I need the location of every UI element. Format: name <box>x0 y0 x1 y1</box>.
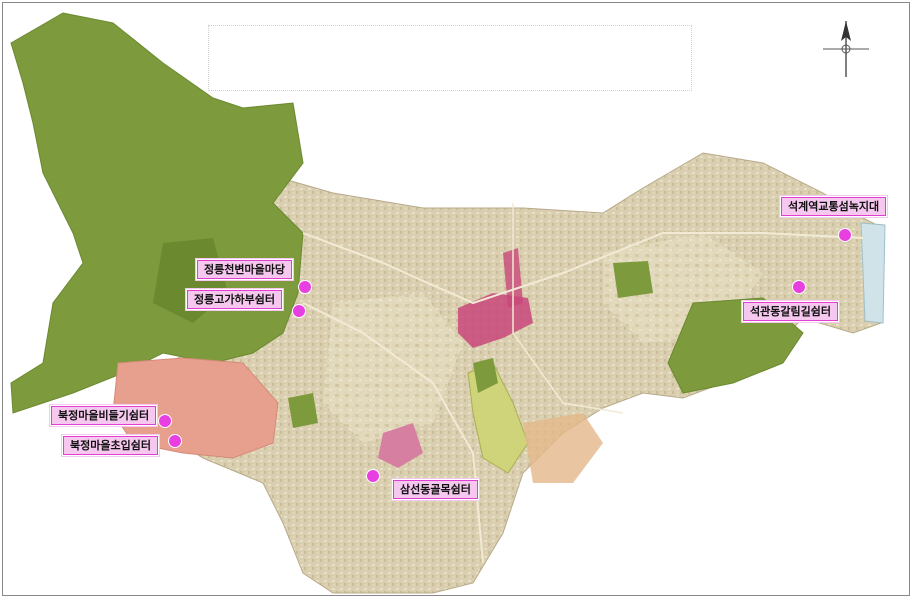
marker-dot-jeongneung-cheon[interactable] <box>299 281 311 293</box>
district-map <box>10 12 886 594</box>
north-arrow-icon <box>823 21 869 77</box>
marker-label-bukjeong-bidulgi[interactable]: 북정마을비들기쉼터 <box>49 405 158 426</box>
road <box>512 203 624 414</box>
residential-southwest <box>112 357 279 459</box>
marker-label-samseon-golmok[interactable]: 삼선동골목쉼터 <box>392 479 479 500</box>
zone-southeast <box>523 413 603 483</box>
marker-label-bukjeong-ipgu[interactable]: 북정마을초입쉼터 <box>62 435 159 456</box>
park-green-inner <box>473 358 498 393</box>
road <box>302 232 864 305</box>
marker-dot-bukjeong-ipgu[interactable] <box>169 435 181 447</box>
residential-patch <box>378 423 423 468</box>
title-placeholder-box <box>208 25 692 91</box>
marker-label-jeongneung-goga[interactable]: 정릉고가하부쉼터 <box>186 289 283 310</box>
marker-dot-samseon-golmok[interactable] <box>367 470 379 482</box>
marker-dot-bukjeong-bidulgi[interactable] <box>159 415 171 427</box>
forest-central-small <box>288 393 318 428</box>
river-east <box>860 222 886 324</box>
marker-dot-seokgye-station[interactable] <box>839 229 851 241</box>
marker-dot-jeongneung-goga[interactable] <box>293 305 305 317</box>
forest-east-small <box>613 261 653 298</box>
marker-label-jeongneung-cheon[interactable]: 정릉천변마을마당 <box>196 259 293 280</box>
marker-dot-seokgwan-galrim[interactable] <box>793 281 805 293</box>
marker-label-seokgye-station[interactable]: 석계역교통섬녹지대 <box>779 196 888 217</box>
marker-label-seokgwan-galrim[interactable]: 석관동갈림길쉼터 <box>742 301 839 322</box>
commercial-corridor <box>458 293 533 348</box>
